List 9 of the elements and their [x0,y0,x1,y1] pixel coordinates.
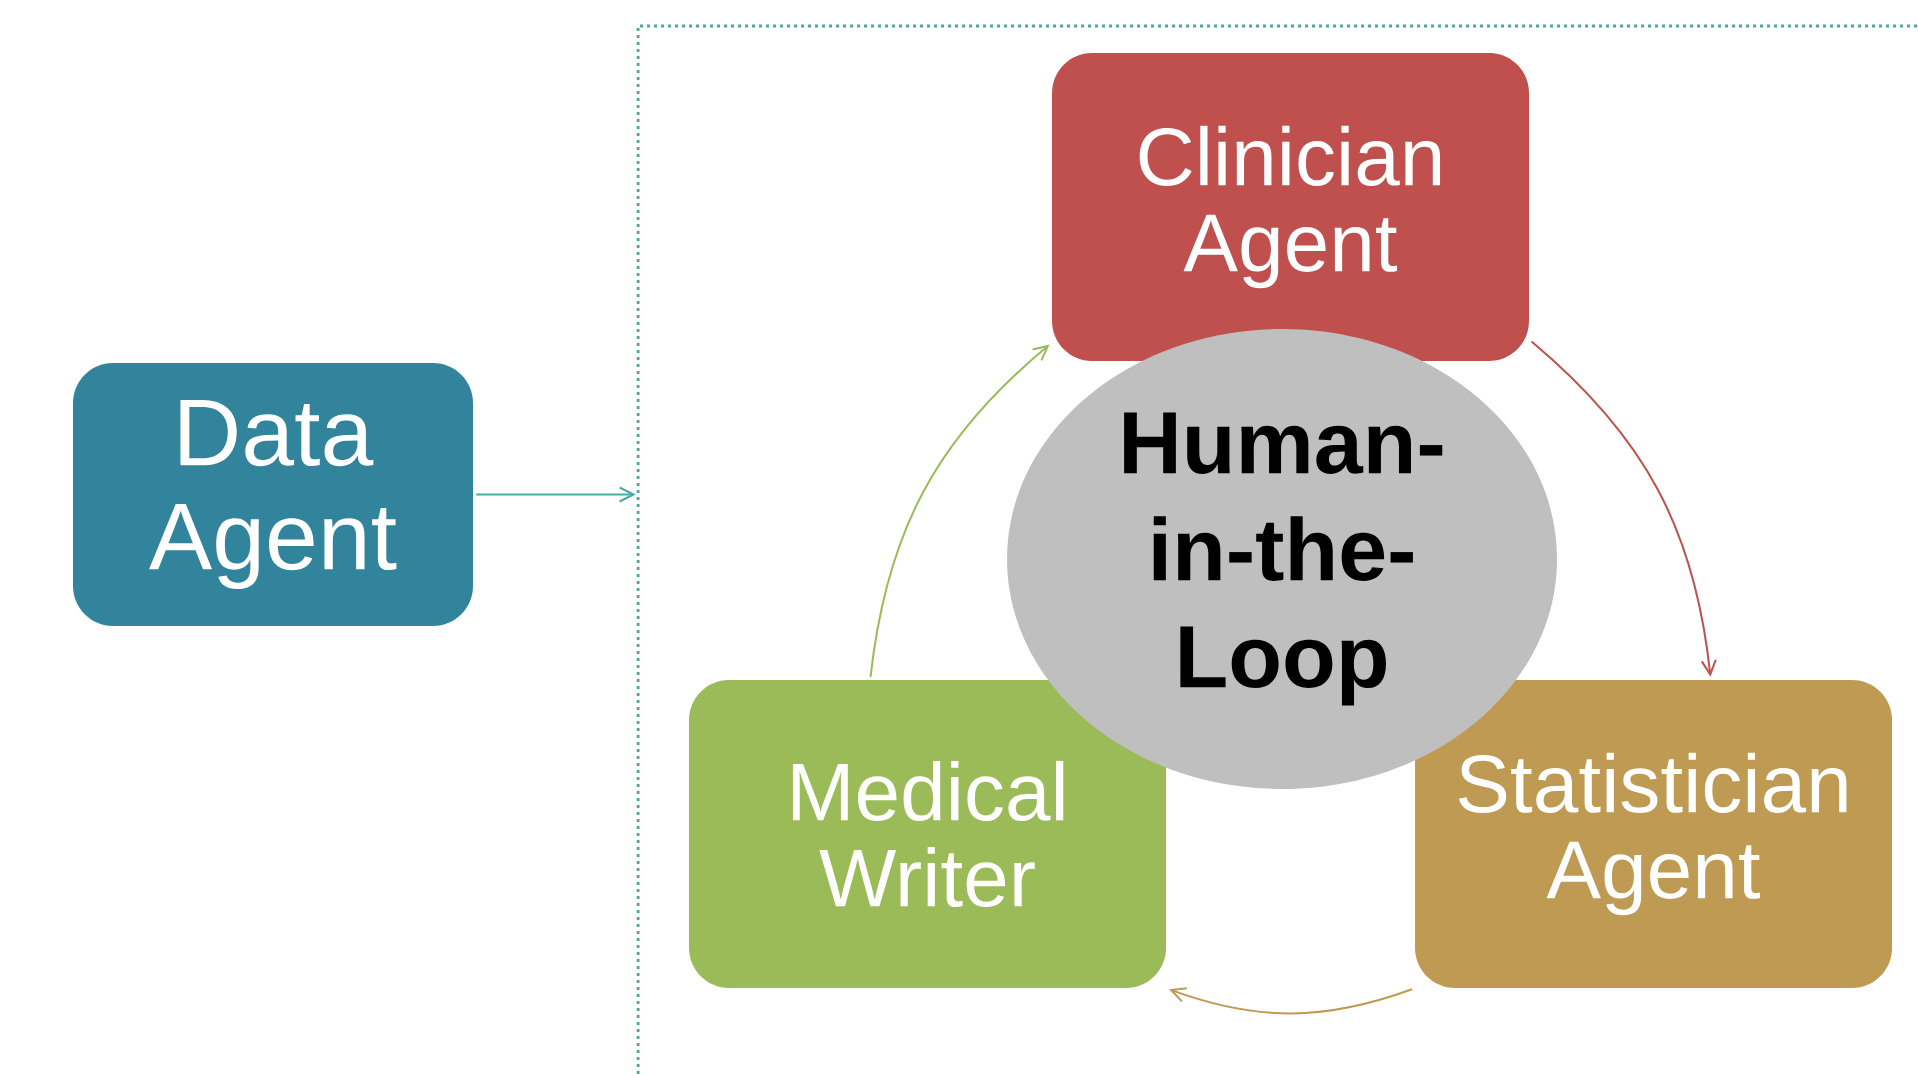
process-box: Clinician Agent [1052,53,1529,361]
arrow [869,344,1050,678]
process-box: Statistician Agent [1415,680,1893,988]
arrow [1530,340,1717,677]
process-box: Data Agent [73,363,473,626]
arrow [475,486,636,503]
process-box: Medical Writer [689,680,1166,988]
dotted-frame [636,24,1918,1074]
arrow [1169,987,1413,1015]
